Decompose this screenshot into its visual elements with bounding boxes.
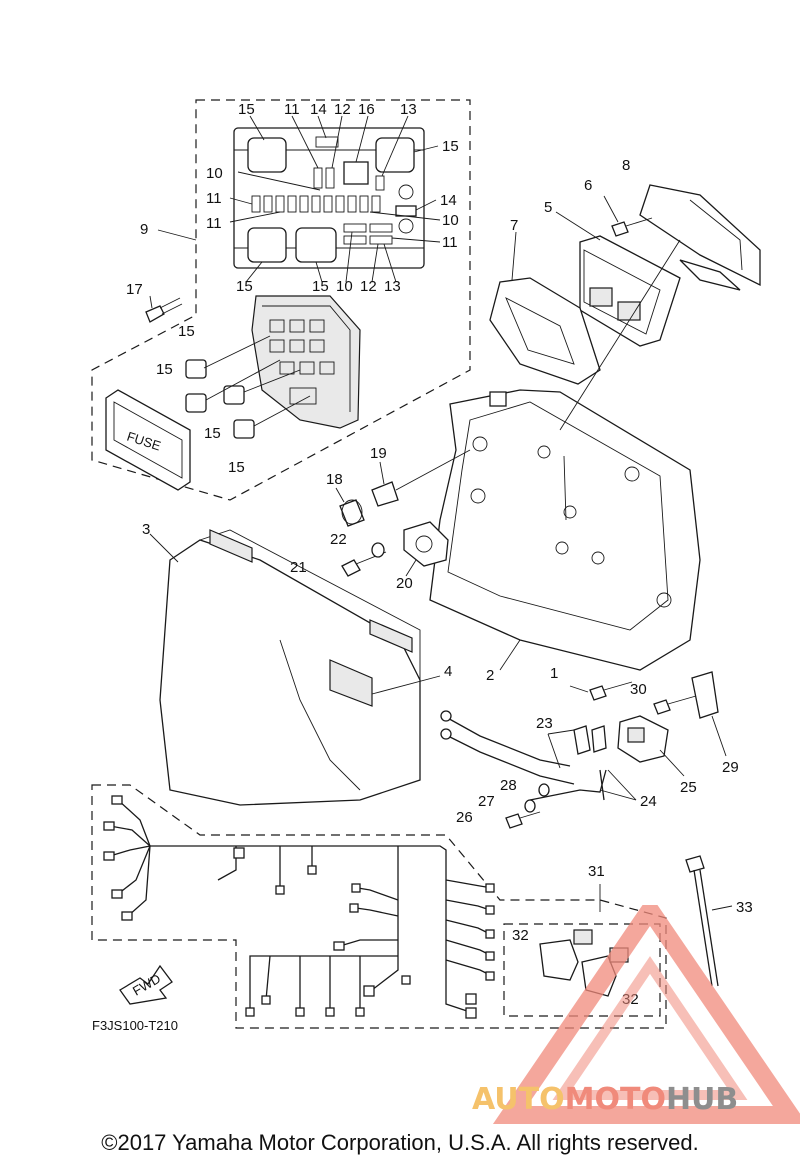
callout-15: 15 [156,361,173,378]
bolt-26 [505,811,541,829]
diagram-code: F3JS100-T210 [92,1018,178,1033]
cable-tie-33 [685,855,733,987]
callout-12: 12 [360,278,377,295]
callout-4: 4 [444,663,452,680]
callout-33: 33 [736,899,753,916]
clamp-20 [403,521,449,577]
callout-29: 29 [722,759,739,776]
callout-32: 32 [512,927,529,944]
callout-9: 9 [140,221,148,238]
bolt-1 [569,681,633,701]
callout-12: 12 [334,101,351,118]
battery-cables-23-24 [440,710,637,801]
callout-14: 14 [310,101,327,118]
collar-19 [371,449,471,507]
tray-2 [429,389,701,671]
callout-27: 27 [478,793,495,810]
watermark-part-hub: HUB [665,1082,739,1117]
watermark-part-auto: AUTO [472,1082,565,1117]
callout-16: 16 [358,101,375,118]
callout-22: 22 [330,531,347,548]
callout-5: 5 [544,199,552,216]
callout-15: 15 [238,101,255,118]
junction-block [251,295,361,429]
callout-13: 13 [400,101,417,118]
callout-13: 13 [384,278,401,295]
callout-15: 15 [178,323,195,340]
watermark-text: AUTOMOTOHUB [472,1082,738,1117]
callout-15: 15 [204,425,221,442]
washer-22 [371,542,385,558]
callout-2: 2 [486,667,494,684]
callout-28: 28 [500,777,517,794]
watermark-logo [492,905,800,1124]
callout-3: 3 [142,521,150,538]
callout-7: 7 [510,217,518,234]
callout-20: 20 [396,575,413,592]
bolt-30 [653,695,697,715]
bracket-29 [691,671,727,757]
relay-25 [617,715,685,777]
cover-3 [149,529,441,806]
callout-10: 10 [206,165,223,182]
grommet-18 [335,487,365,527]
watermark-part-moto: MOTO [564,1082,666,1117]
bracket-8 [639,184,761,291]
callout-8: 8 [622,157,630,174]
callout-25: 25 [680,779,697,796]
callout-15: 15 [312,278,329,295]
callout-17: 17 [126,281,143,298]
bolt-17 [145,295,183,323]
fwd-arrow: FWD [119,964,173,1005]
washer-27-28 [524,783,550,813]
callout-18: 18 [326,471,343,488]
callout-11: 11 [284,101,300,118]
callout-21: 21 [290,559,307,576]
callout-26: 26 [456,809,473,826]
callout-31: 31 [588,863,605,880]
wire-harness [91,784,667,1029]
fuse-cover: FUSE [105,389,191,491]
callout-24: 24 [640,793,657,810]
callout-15: 15 [442,138,459,155]
callout-19: 19 [370,445,387,462]
callout-10: 10 [442,212,459,229]
callout-6: 6 [584,177,592,194]
ecu-5 [555,211,681,347]
holder-7 [489,231,601,385]
callout-15: 15 [236,278,253,295]
fuse-box-detail: 15 11 14 12 16 13 15 10 11 14 11 10 11 1… [91,99,471,501]
callout-23: 23 [536,715,553,732]
callout-30: 30 [630,681,647,698]
bolt-6 [603,195,653,237]
copyright-footer: ©2017 Yamaha Motor Corporation, U.S.A. A… [101,1130,699,1155]
callout-1: 1 [550,665,558,682]
callout-14: 14 [440,192,457,209]
callout-11: 11 [206,215,222,232]
callout-11: 11 [442,234,458,251]
bolt-21 [341,551,387,577]
callout-10: 10 [336,278,353,295]
callout-11: 11 [206,190,222,207]
callout-15: 15 [228,459,245,476]
